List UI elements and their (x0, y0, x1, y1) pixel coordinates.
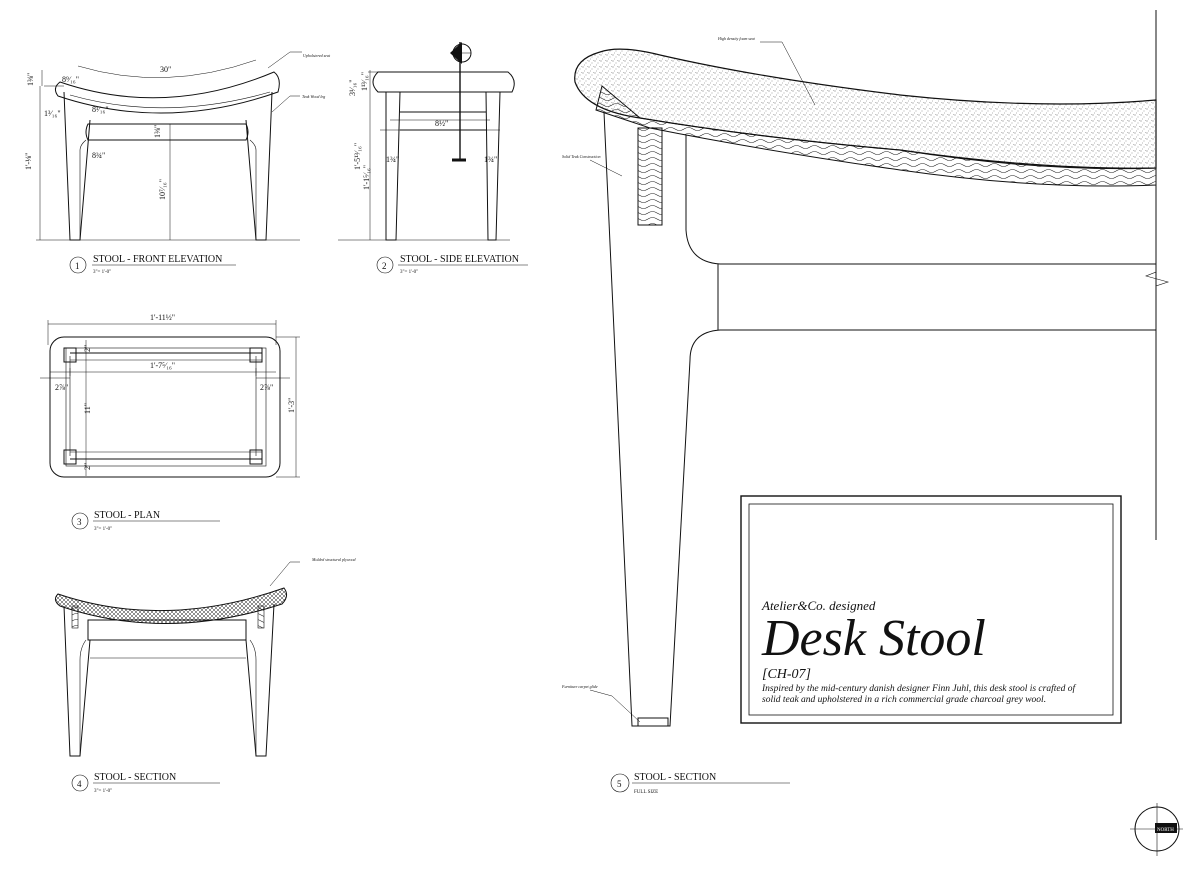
view2-title: STOOL - SIDE ELEVATION (400, 254, 519, 265)
side-overall-dim: 1'-5¹³⁄₁₆" (353, 143, 362, 170)
view5-num: 5 (617, 779, 622, 789)
front-overall-h-dim: 1'-⅛" (24, 153, 33, 170)
view2-scale: 3"= 1'-0" (400, 270, 418, 275)
side-elevation: 3¹⁄₁₆" 1¹³⁄₁₆" 1'-5¹³⁄₁₆" 1'-1⁵⁄₁₆" 8½" … (338, 42, 528, 275)
tb-name: Desk Stool (761, 610, 986, 667)
front-inset-dim: 8¹⁄₁₆" (92, 105, 109, 114)
view1-scale: 3"= 1'-0" (93, 270, 111, 275)
front-apron-dim: 1⅜" (153, 125, 162, 138)
teak-block (637, 127, 663, 226)
north-arrow: NORTH (1130, 803, 1183, 856)
view4-title: STOOL - SECTION (94, 772, 176, 783)
side-seat-dim: 3¹⁄₁₆" (348, 79, 357, 96)
note-upholstered: Upholstered seat (303, 53, 331, 58)
view4-bubble (71, 774, 89, 792)
note-teak-1: Teak Wood leg (302, 94, 325, 99)
view3-scale: 3"= 1'-0" (94, 527, 112, 532)
plan-view: 1'-11½" 1'-7⁵⁄₁₆" 2⅞" 2⅞" 11" 1'-3" 2" 2… (40, 313, 300, 532)
view3-title: STOOL - PLAN (94, 510, 160, 521)
side-rail-span-dim: 8½" (435, 119, 448, 128)
side-leg-r-dim: 1¾" (484, 155, 497, 164)
view2-num: 2 (382, 261, 387, 271)
note-molded: Molded structural plywood (311, 557, 357, 562)
front-seat-left-dim: 1³⁄₁₆" (44, 109, 61, 118)
front-elevation: 30" 1⅜" 8⁹⁄₁₆" 1³⁄₁₆" 8¹⁄₁₆" 1⅜" 8¾" 1'-… (24, 51, 331, 275)
front-rail-h-dim: 10⁷⁄₁₆" (158, 179, 167, 200)
note-foam: High density foam seat (717, 36, 756, 41)
view1-title: STOOL - FRONT ELEVATION (93, 254, 222, 265)
note-solid-teak: Solid Teak Construction (562, 154, 601, 159)
view2-bubble (376, 256, 394, 274)
view5-scale: FULL SIZE (634, 790, 658, 795)
side-overall2-dim: 1'-1⁵⁄₁₆" (362, 165, 371, 190)
plan-overall-d-dim: 1'-3" (287, 398, 296, 413)
view5-title: STOOL - SECTION (634, 772, 716, 783)
view3-num: 3 (77, 517, 82, 527)
tb-desc-1: Inspired by the mid-century danish desig… (761, 683, 1076, 694)
plan-side-a-dim: 2⅞" (55, 383, 68, 392)
view1-num: 1 (75, 261, 80, 271)
plan-overall-w-dim: 1'-11½" (150, 313, 175, 322)
tb-desc-2: solid teak and upholstered in a rich com… (762, 695, 1046, 705)
note-glide: Furniture carpet glide (561, 684, 598, 689)
view4-num: 4 (77, 779, 82, 789)
tb-designer: Atelier&Co. designed (761, 598, 876, 613)
front-width-dim: 30" (160, 65, 171, 74)
tb-code: [CH-07] (762, 667, 811, 682)
view4-scale: 3"= 1'-0" (94, 789, 112, 794)
section-full-size: High density foam seat Solid Teak Constr… (561, 10, 1170, 795)
side-seat2-dim: 1¹³⁄₁₆" (360, 72, 369, 91)
front-seat-thick2-dim: 8⁹⁄₁₆" (62, 75, 79, 84)
plan-gap-bot-dim: 2" (83, 463, 92, 470)
title-block: Atelier&Co. designed Desk Stool [CH-07] … (740, 495, 1122, 724)
plan-side-b-dim: 2⅞" (260, 383, 273, 392)
view1-bubble (69, 256, 87, 274)
view5-bubble (610, 773, 630, 793)
plan-inner-w-dim: 1'-7⁵⁄₁₆" (150, 361, 175, 370)
view3-bubble (71, 512, 89, 530)
plan-depth-dim: 11" (83, 403, 92, 414)
section-small: Molded structural plywood 4 STOOL - SECT… (54, 557, 357, 794)
north-label: NORTH (1157, 828, 1174, 833)
side-leg-l-dim: 1¾" (386, 155, 399, 164)
front-apron-gap-dim: 8¾" (92, 151, 105, 160)
plan-gap-top-dim: 2" (83, 345, 92, 352)
front-seat-thick-dim: 1⅜" (26, 73, 35, 86)
